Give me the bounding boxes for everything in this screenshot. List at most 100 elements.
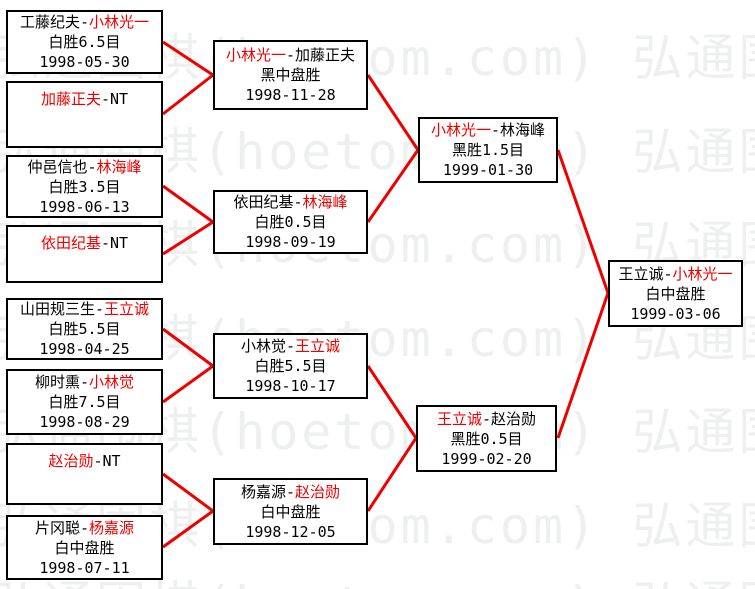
match-date: 1998-05-30 <box>39 53 130 71</box>
match-players: 柳时熏-小林觉 <box>35 372 134 392</box>
match-result: 白胜7.5目 <box>48 393 121 411</box>
match-players: 依田纪基-林海峰 <box>233 192 347 212</box>
match-box-r1-6: 柳时熏-小林觉 白胜7.5目 1998-08-29 <box>6 369 163 435</box>
match-date: 1999-02-20 <box>441 449 532 468</box>
match-date: 1998-06-13 <box>39 197 130 216</box>
match-result: 白中盘胜 <box>260 502 321 521</box>
player-name: -NT <box>100 90 129 108</box>
connector-line <box>162 472 214 513</box>
match-result: 黑中盘胜 <box>260 66 321 84</box>
player-name: 依田纪基- <box>233 193 303 211</box>
connector-line <box>162 509 214 549</box>
winner-name: 王立诚 <box>295 337 341 355</box>
player-name: 片冈聪- <box>34 518 89 537</box>
match-players: 杨嘉源-赵治勋 <box>241 482 340 502</box>
match-box-r1-4: 依田纪基-NT <box>6 225 163 283</box>
match-players: 依田纪基-NT <box>41 233 128 253</box>
player-name: -赵治勋 <box>481 409 537 428</box>
match-box-r1-2: 加藤正夫-NT <box>6 81 163 148</box>
player-name: 小林觉- <box>240 337 295 355</box>
match-players: 小林光一-加藤正夫 <box>226 45 355 65</box>
winner-name: 王立诚 <box>436 409 482 428</box>
match-date: 1998-08-29 <box>39 413 130 431</box>
match-players: 王立诚-赵治勋 <box>437 409 536 429</box>
winner-name: 杨嘉源 <box>89 518 135 537</box>
match-date: 1998-10-17 <box>245 377 336 395</box>
match-players: 小林觉-王立诚 <box>241 336 340 356</box>
match-result: 白胜5.5目 <box>254 357 327 375</box>
match-result: 白胜0.5目 <box>254 213 327 231</box>
match-result: 白中盘胜 <box>645 284 706 303</box>
match-date: 1998-09-19 <box>245 233 336 251</box>
match-players: 小林光一-林海峰 <box>431 120 545 140</box>
watermark-row: 弘通围棋(hoetom.com) 弘通围棋(hoetom.com) <box>0 580 755 589</box>
connector-line <box>162 220 214 256</box>
winner-name: 赵治勋 <box>295 482 341 501</box>
player-name: 王立诚- <box>618 264 673 283</box>
match-date: 1999-01-30 <box>442 161 534 179</box>
winner-name: 小林光一 <box>225 46 286 64</box>
match-players: 山田规三生-王立诚 <box>20 299 149 319</box>
winner-name: 小林觉 <box>89 373 135 391</box>
match-box-r2-1: 小林光一-加藤正夫 黑中盘胜 1998-11-28 <box>213 40 368 110</box>
connector-line <box>366 437 418 512</box>
match-box-r2-3: 小林觉-王立诚 白胜5.5目 1998-10-17 <box>213 333 368 399</box>
winner-name: 小林光一 <box>89 13 150 31</box>
match-players: 工藤纪夫-小林光一 <box>20 12 149 32</box>
winner-name: 赵治勋 <box>48 452 94 470</box>
player-name: 柳时熏- <box>34 373 89 391</box>
match-box-r1-7: 赵治勋-NT <box>6 443 163 505</box>
match-result: 白胜6.5目 <box>48 33 121 51</box>
player-name: -NT <box>100 234 129 252</box>
player-name: 仲邑信也- <box>27 157 97 176</box>
connector-line <box>162 40 214 77</box>
match-box-r1-1: 工藤纪夫-小林光一 白胜6.5目 1998-05-30 <box>6 10 163 74</box>
player-name: 杨嘉源- <box>240 482 295 501</box>
match-result: 白胜3.5目 <box>48 177 121 196</box>
connector-line <box>366 149 420 223</box>
match-box-r2-4: 杨嘉源-赵治勋 白中盘胜 1998-12-05 <box>213 478 368 545</box>
player-name: 山田规三生- <box>19 300 105 318</box>
match-result: 黑胜1.5目 <box>451 141 525 159</box>
winner-name: 加藤正夫 <box>40 90 101 108</box>
match-box-r3-1: 小林光一-林海峰 黑胜1.5目 1999-01-30 <box>418 117 558 183</box>
connector-line <box>556 292 610 439</box>
match-players: 王立诚-小林光一 <box>618 264 732 284</box>
match-box-r1-5: 山田规三生-王立诚 白胜5.5目 1998-04-25 <box>6 298 163 360</box>
match-players: 赵治勋-NT <box>48 451 120 471</box>
winner-name: 小林光一 <box>430 121 491 139</box>
match-players: 片冈聪-杨嘉源 <box>35 518 134 538</box>
match-date: 1998-04-25 <box>39 340 130 358</box>
winner-name: 依田纪基 <box>40 234 101 252</box>
match-date: 1998-12-05 <box>245 522 336 541</box>
match-box-r1-8: 片冈聪-杨嘉源 白中盘胜 1998-07-11 <box>6 515 163 580</box>
match-date: 1998-11-28 <box>245 86 336 104</box>
player-name: -加藤正夫 <box>285 46 356 64</box>
player-name: 工藤纪夫- <box>19 13 89 31</box>
connector-line <box>366 74 420 151</box>
connector-line <box>162 327 214 368</box>
winner-name: 林海峰 <box>96 157 142 176</box>
winner-name: 林海峰 <box>302 193 348 211</box>
match-date: 1998-07-11 <box>39 558 130 577</box>
match-players: 仲邑信也-林海峰 <box>27 157 141 177</box>
match-date: 1999-03-06 <box>630 304 721 323</box>
winner-name: 小林光一 <box>672 264 733 283</box>
match-box-r3-2: 王立诚-赵治勋 黑胜0.5目 1999-02-20 <box>416 405 557 472</box>
winner-name: 王立诚 <box>104 300 150 318</box>
match-result: 白胜5.5目 <box>48 320 121 338</box>
player-name: -林海峰 <box>490 121 546 139</box>
connector-line <box>556 149 610 294</box>
connector-line <box>162 184 214 224</box>
match-box-r1-3: 仲邑信也-林海峰 白胜3.5目 1998-06-13 <box>6 155 163 218</box>
match-result: 黑胜0.5目 <box>450 429 523 448</box>
match-result: 白中盘胜 <box>54 538 115 557</box>
match-players: 加藤正夫-NT <box>41 89 128 109</box>
connector-line <box>366 365 418 439</box>
match-box-r2-2: 依田纪基-林海峰 白胜0.5目 1998-09-19 <box>213 190 368 254</box>
match-box-final: 王立诚-小林光一 白中盘胜 1999-03-06 <box>608 260 743 327</box>
connector-line <box>162 73 214 116</box>
player-name: -NT <box>93 452 121 470</box>
